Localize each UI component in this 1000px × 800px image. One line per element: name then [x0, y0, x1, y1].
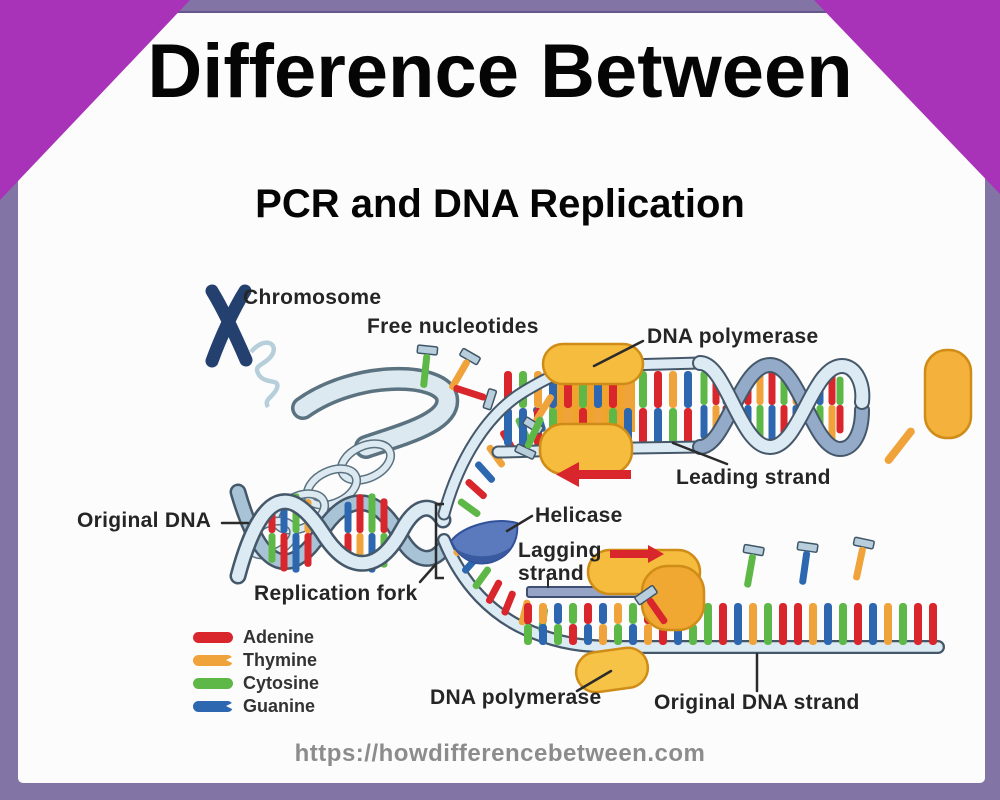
nucleotide-legend: Adenine Thymine Cytosine Guanine	[193, 627, 320, 721]
lagging-direction-arrow	[610, 545, 664, 563]
guanine-color-swatch	[193, 701, 234, 712]
label-dna-polymerase-bottom: DNA polymerase	[430, 686, 602, 709]
helicase-enzyme	[449, 520, 519, 565]
leading-helix	[692, 348, 973, 464]
free-nucleotide	[796, 541, 819, 585]
legend-item-adenine: Adenine	[193, 627, 319, 647]
content-panel	[18, 13, 985, 783]
lagging-strand-bases	[524, 603, 937, 645]
label-pointer-lines	[220, 339, 759, 693]
label-chromosome: Chromosome	[243, 286, 382, 309]
leading-direction-arrow	[556, 462, 631, 487]
label-original-dna: Original DNA	[77, 509, 212, 532]
free-nucleotide	[449, 347, 481, 391]
page-subtitle: PCR and DNA Replication	[255, 182, 745, 226]
nucleotide-bar	[884, 427, 915, 464]
free-nucleotide	[514, 416, 544, 460]
label-original-dna-strand: Original DNA strand	[654, 691, 860, 714]
chromosome-icon	[205, 284, 253, 368]
legend-label: Thymine	[243, 650, 318, 670]
page-title: Difference Between	[147, 29, 853, 114]
label-lagging-strand: Lagging strand	[518, 539, 602, 585]
free-nucleotide	[453, 384, 498, 411]
legend-label: Adenine	[243, 627, 315, 647]
adenine-color-swatch	[193, 632, 233, 643]
label-helicase: Helicase	[535, 504, 623, 527]
legend-item-cytosine: Cytosine	[193, 673, 320, 693]
legend-label: Guanine	[243, 696, 316, 716]
legend-label: Cytosine	[243, 673, 320, 693]
original-dna-helix	[229, 483, 452, 585]
free-nucleotide	[742, 543, 765, 588]
label-leading-strand: Leading strand	[676, 466, 831, 489]
incoming-nucleotide	[634, 584, 668, 625]
label-replication-fork: Replication fork	[254, 582, 418, 605]
legend-item-guanine: Guanine	[193, 696, 319, 716]
replication-fork-bracket	[434, 502, 444, 580]
label-dna-polymerase-top: DNA polymerase	[647, 325, 819, 348]
free-nucleotide	[852, 536, 875, 581]
free-nucleotides-group	[416, 344, 875, 588]
thymine-color-swatch	[193, 655, 234, 666]
website-url: https://howdifferencebetween.com	[294, 740, 706, 767]
legend-item-thymine: Thymine	[193, 650, 319, 670]
free-nucleotide	[416, 344, 439, 388]
cytosine-color-swatch	[193, 678, 233, 689]
label-free-nucleotides: Free nucleotides	[367, 315, 539, 338]
enzyme-blob	[923, 348, 973, 440]
